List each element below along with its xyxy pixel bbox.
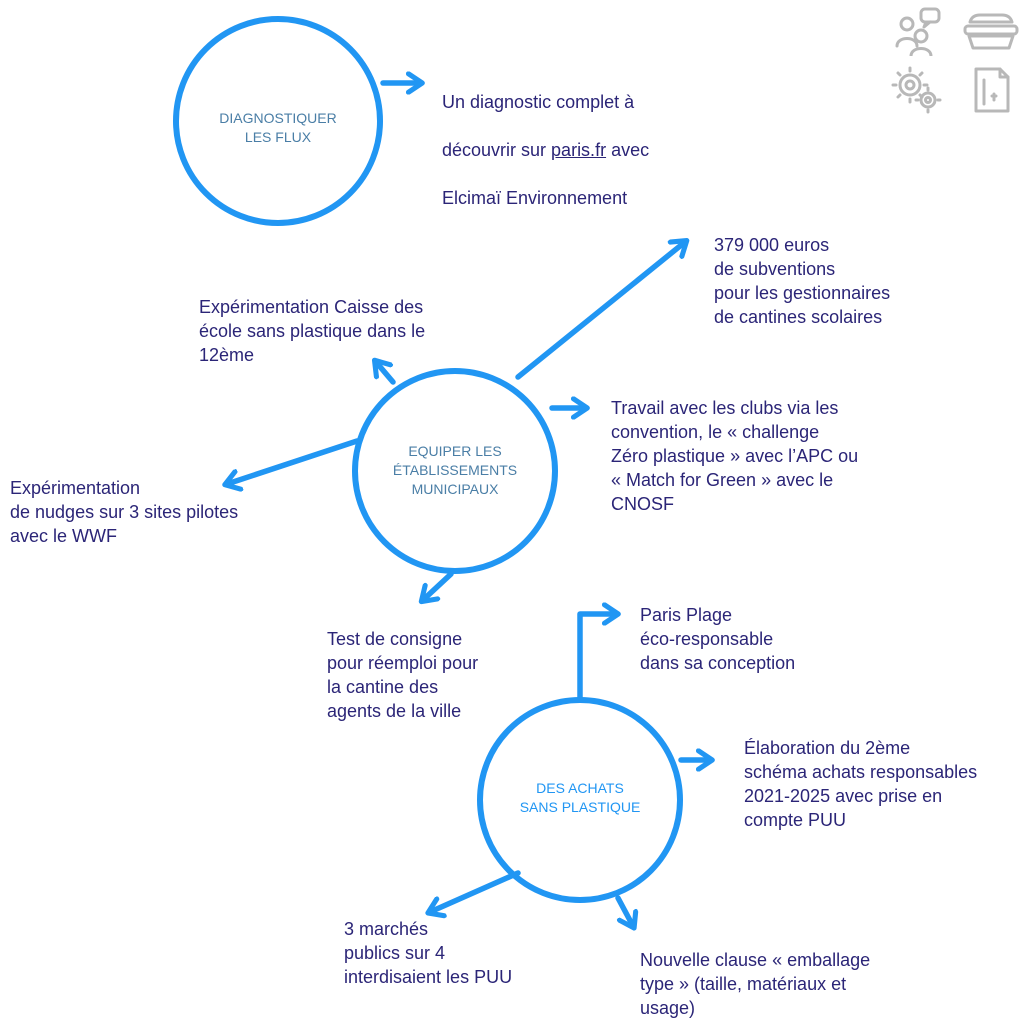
title-equiper: EQUIPER LES ÉTABLISSEMENTS MUNICIPAUX	[392, 443, 518, 497]
text-paris-plage: Paris Plage éco-responsable dans sa conc…	[640, 605, 796, 673]
circle-equiper	[352, 368, 558, 574]
circle-achats	[477, 697, 683, 903]
people-chat-icon	[895, 7, 941, 56]
title-diagnostiquer: DIAGNOSTIQUER LES FLUX	[219, 110, 337, 145]
text-diagnostic-line2: découvrir sur paris.fr avec	[442, 138, 742, 162]
text-consigne: Test de consigne pour réemploi pour la c…	[327, 629, 479, 721]
text-marches: 3 marchés publics sur 4 interdisaient le…	[344, 919, 513, 987]
text-diagnostic-line3: Elcimaï Environnement	[442, 188, 628, 208]
circle-diagnostiquer	[173, 16, 383, 226]
arrow-to-consigne	[423, 571, 454, 600]
text-diagnostic-line2a: découvrir sur	[442, 140, 552, 160]
arrow-to-marches	[430, 870, 521, 912]
document-icon	[974, 67, 1010, 113]
arrow-to-caisse	[376, 362, 396, 385]
text-clause: Nouvelle clause « emballage type » (tail…	[640, 950, 871, 1018]
text-diagnostic: Un diagnostic complet à découvrir sur pa…	[442, 66, 742, 234]
arrow-to-subventions	[515, 242, 685, 380]
text-clubs: Travail avec les clubs via les conventio…	[611, 398, 859, 514]
text-subventions: 379 000 euros de subventions pour les ge…	[714, 235, 891, 327]
arrow-to-clause	[615, 895, 633, 926]
arrow-to-paris-plage	[577, 614, 616, 700]
gears-icon	[891, 66, 942, 114]
text-diagnostic-line2b: avec	[606, 140, 650, 160]
food-container-icon	[963, 13, 1019, 50]
title-achats: DES ACHATS SANS PLASTIQUE	[519, 780, 641, 815]
arrow-to-nudges	[227, 438, 360, 484]
text-caisse-ecoles: Expérimentation Caisse des école sans pl…	[199, 297, 426, 365]
text-schema: Élaboration du 2ème schéma achats respon…	[744, 738, 978, 830]
paris-fr-link[interactable]: paris.fr	[551, 140, 607, 160]
text-nudges: Expérimentation de nudges sur 3 sites pi…	[10, 478, 239, 546]
text-diagnostic-line1: Un diagnostic complet à	[442, 92, 635, 112]
